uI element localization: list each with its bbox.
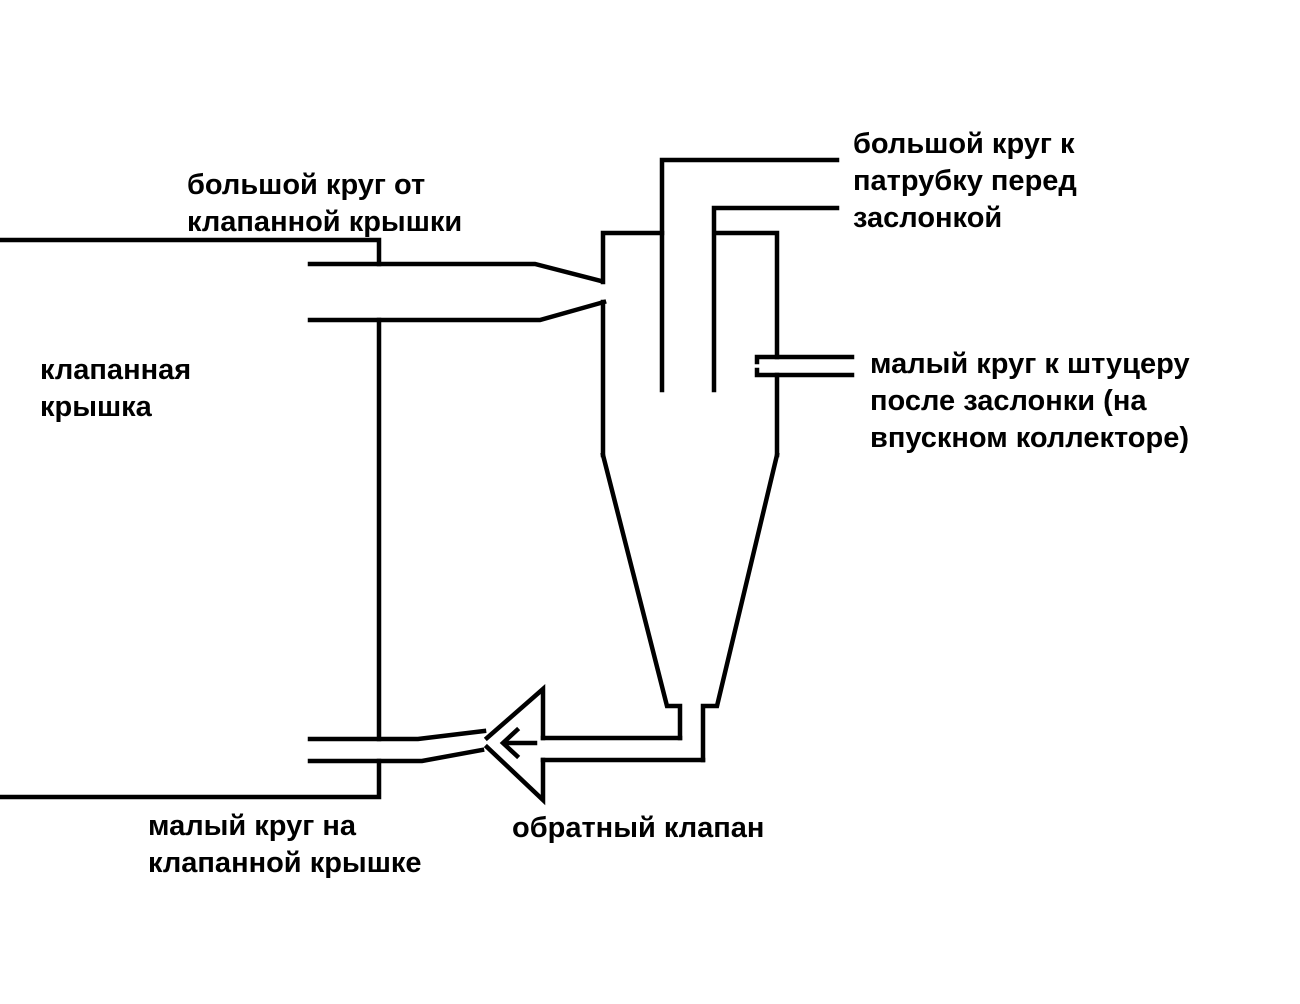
label-line: впускном коллекторе) [870,422,1190,454]
label-line: крышка [40,391,152,423]
inner-outlet-tubes [659,157,840,393]
check-valve-symbol [483,684,546,806]
label-line: малый круг к штуцеру [870,348,1190,380]
label-line: клапанной крышке [148,847,422,879]
big-circle-inlet-pipe [307,261,607,323]
separator-body [600,230,780,763]
small-circle-inlet-pipe [307,728,487,764]
label-line: клапанная [40,354,192,386]
label-line: клапанной крышки [187,206,463,238]
label-line: патрубку перед [853,165,1077,197]
label-line: обратный клапан [512,812,765,844]
label-check-valve: обратный клапан [512,810,764,847]
label-small-circle-on: малый круг на клапанной крышке [148,808,422,882]
label-line: малый круг на [148,810,357,842]
label-line: после заслонки (на [870,385,1147,417]
label-big-circle-from: большой круг от клапанной крышки [187,167,462,241]
small-circle-outlet-pipe [754,354,855,378]
label-line: большой круг от [187,169,426,201]
label-big-circle-to: большой круг к патрубку перед заслонкой [853,126,1077,237]
label-line: большой круг к [853,128,1075,160]
return-line [540,735,706,763]
label-valve-cover: клапанная крышка [40,352,191,426]
label-small-circle-to: малый круг к штуцеру после заслонки (на … [870,346,1190,457]
valve-cover-box [0,237,382,800]
label-line: заслонкой [853,202,1003,234]
